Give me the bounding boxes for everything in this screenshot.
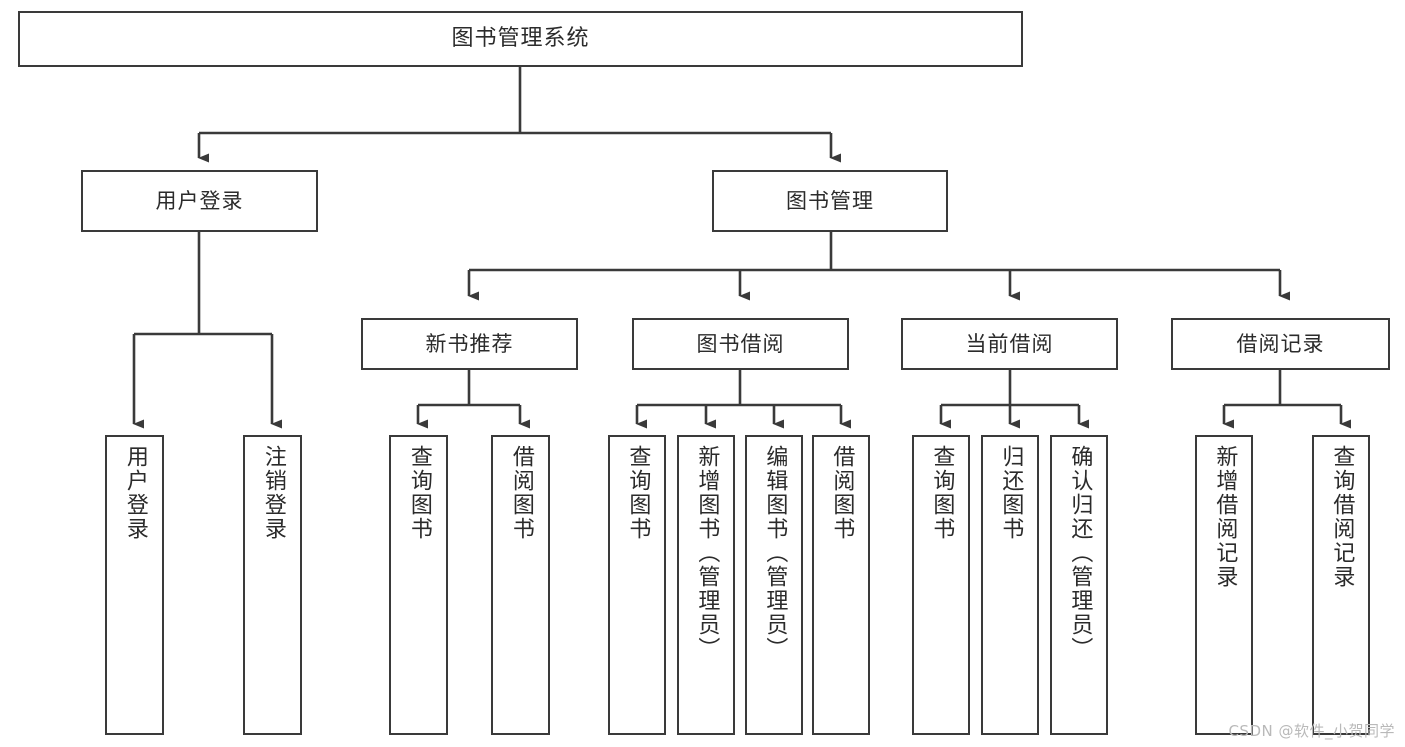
node-borrow-records[interactable]: 借阅记录 xyxy=(1171,318,1390,370)
node-label: 查询图书 xyxy=(625,445,651,541)
node-label: 用户登录 xyxy=(155,188,244,213)
node-label: 查询借阅记录 xyxy=(1329,445,1355,589)
node-leaf-query-borrow-record[interactable]: 查询借阅记录 xyxy=(1312,435,1370,735)
node-label: 注销登录 xyxy=(260,445,286,541)
node-label: 当前借阅 xyxy=(965,331,1054,356)
node-label: 图书管理系统 xyxy=(451,26,590,52)
node-label: 编辑图书（管理员） xyxy=(762,445,788,661)
node-label: 查询图书 xyxy=(406,445,432,541)
node-leaf-query-book-borrow[interactable]: 查询图书 xyxy=(608,435,666,735)
node-user-login[interactable]: 用户登录 xyxy=(81,170,318,232)
node-leaf-borrow-book-new[interactable]: 借阅图书 xyxy=(491,435,550,735)
node-label: 用户登录 xyxy=(122,445,148,541)
node-label: 借阅图书 xyxy=(508,445,534,541)
node-leaf-edit-book-admin[interactable]: 编辑图书（管理员） xyxy=(745,435,803,735)
watermark-text: CSDN @软件_小贺同学 xyxy=(1228,722,1395,740)
node-book-management[interactable]: 图书管理 xyxy=(712,170,948,232)
node-leaf-confirm-return-admin[interactable]: 确认归还（管理员） xyxy=(1050,435,1108,735)
node-leaf-query-book-new[interactable]: 查询图书 xyxy=(389,435,448,735)
node-label: 图书借阅 xyxy=(696,331,785,356)
node-new-book-recommend[interactable]: 新书推荐 xyxy=(361,318,578,370)
node-leaf-user-login[interactable]: 用户登录 xyxy=(105,435,164,735)
node-label: 新增图书（管理员） xyxy=(694,445,720,661)
node-label: 新增借阅记录 xyxy=(1212,445,1238,589)
node-leaf-add-borrow-record[interactable]: 新增借阅记录 xyxy=(1195,435,1253,735)
node-label: 确认归还（管理员） xyxy=(1067,445,1093,661)
node-leaf-logout[interactable]: 注销登录 xyxy=(243,435,302,735)
node-label: 借阅图书 xyxy=(829,445,855,541)
node-leaf-query-book-current[interactable]: 查询图书 xyxy=(912,435,970,735)
node-label: 新书推荐 xyxy=(425,331,514,356)
node-label: 查询图书 xyxy=(929,445,955,541)
node-root-system[interactable]: 图书管理系统 xyxy=(18,11,1023,67)
node-book-borrow[interactable]: 图书借阅 xyxy=(632,318,849,370)
node-leaf-return-book[interactable]: 归还图书 xyxy=(981,435,1039,735)
node-label: 图书管理 xyxy=(786,188,874,213)
node-leaf-add-book-admin[interactable]: 新增图书（管理员） xyxy=(677,435,735,735)
node-label: 归还图书 xyxy=(998,445,1024,541)
node-label: 借阅记录 xyxy=(1236,331,1325,356)
node-current-borrow[interactable]: 当前借阅 xyxy=(901,318,1118,370)
node-leaf-borrow-book[interactable]: 借阅图书 xyxy=(812,435,870,735)
